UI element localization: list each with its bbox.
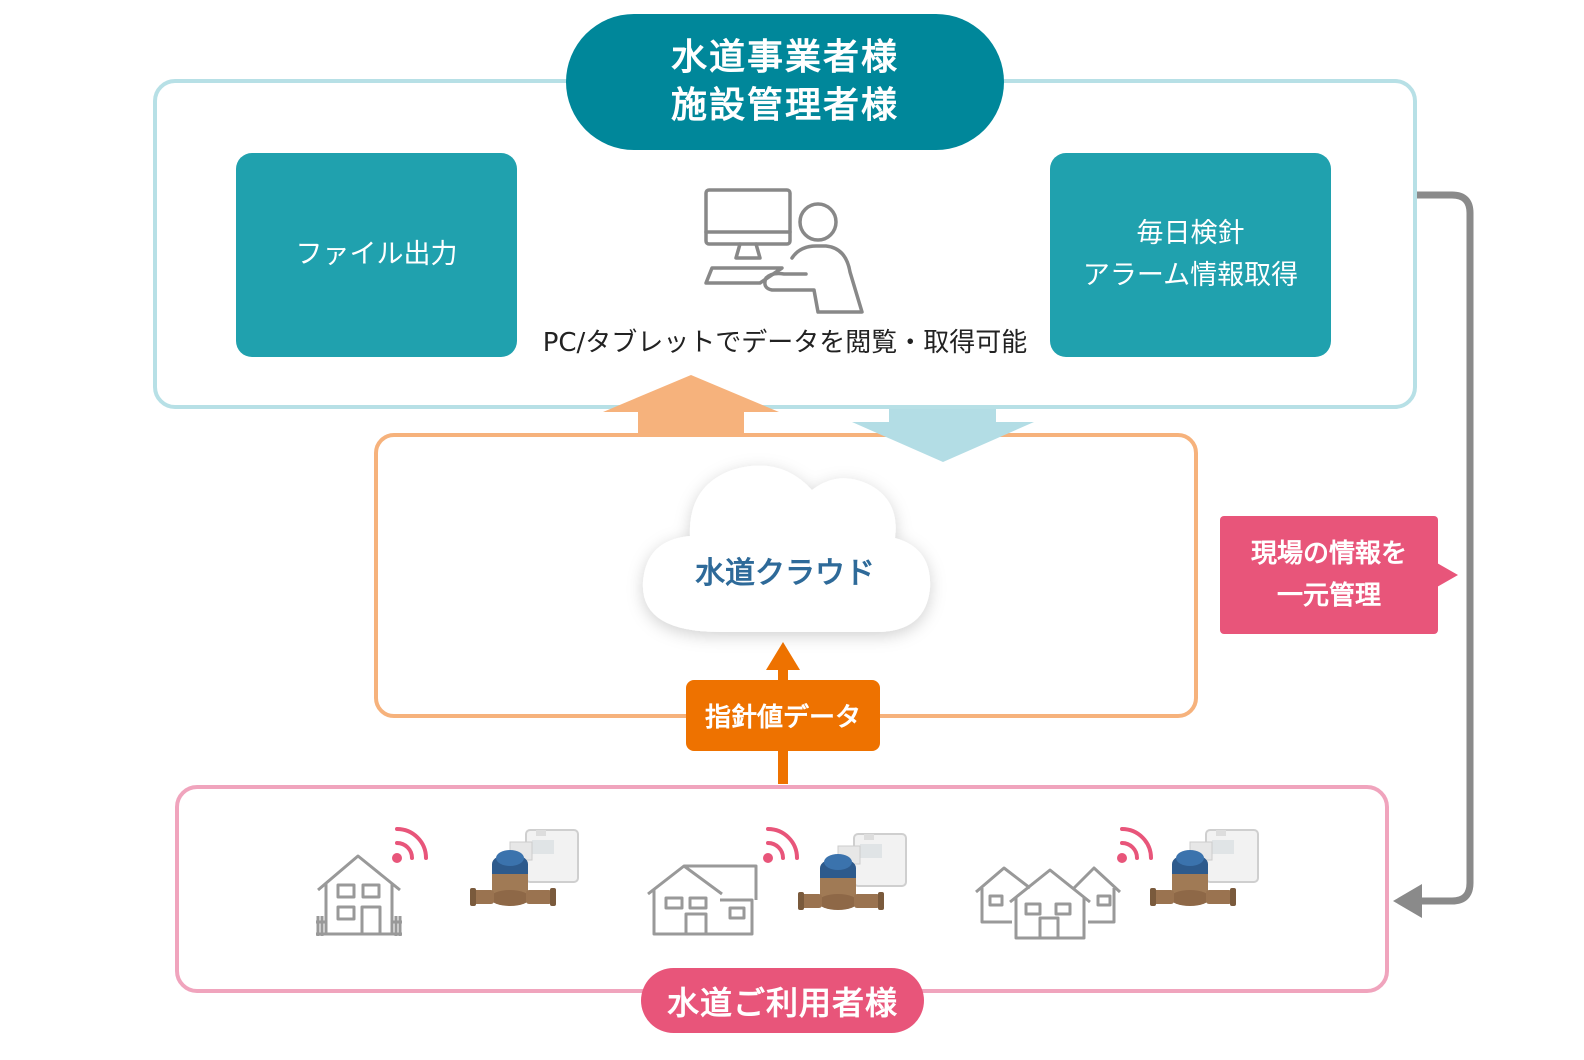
- cloud-label: 水道クラウド: [695, 556, 875, 591]
- water-meter-icon: [1149, 829, 1259, 907]
- water-meter-icon: [469, 829, 579, 907]
- loop-arrow: [1393, 191, 1474, 918]
- reading-data-tag: 指針値データ: [686, 680, 880, 751]
- operators-header: 水道事業者様 施設管理者様: [566, 14, 1004, 150]
- pc-caption: PC/タブレットでデータを閲覧・取得可能: [542, 328, 1028, 358]
- wifi-signal-icon: [763, 827, 799, 863]
- upload-arrow: [603, 375, 779, 437]
- wide-house-icon: [647, 864, 758, 936]
- central-management-line2: 一元管理: [1276, 581, 1381, 611]
- daily-reading-line1: 毎日検針: [1136, 218, 1245, 249]
- daily-reading-line2: アラーム情報取得: [1082, 260, 1299, 291]
- users-label: 水道ご利用者様: [666, 983, 898, 1022]
- reading-data-label: 指針値データ: [704, 703, 861, 733]
- users-footer: 水道ご利用者様: [641, 968, 924, 1033]
- cloud-icon: [642, 465, 931, 632]
- operators-line2: 施設管理者様: [670, 85, 899, 126]
- download-arrow: [852, 409, 1034, 462]
- water-meter-icon: [797, 833, 907, 911]
- house-group-icon: [975, 866, 1122, 940]
- wifi-signal-icon: [392, 827, 428, 863]
- callout-pointer: [1437, 563, 1458, 587]
- daily-reading-box: 毎日検針 アラーム情報取得: [1050, 153, 1331, 357]
- central-management-line1: 現場の情報を: [1250, 539, 1407, 569]
- file-output-label: ファイル出力: [295, 239, 458, 270]
- house-icon: [316, 854, 402, 936]
- person-at-computer-icon: [704, 188, 864, 314]
- file-output-box: ファイル出力: [236, 153, 517, 357]
- wifi-signal-icon: [1117, 827, 1153, 863]
- operators-line1: 水道事業者様: [670, 37, 899, 78]
- central-management-note: 現場の情報を 一元管理: [1220, 516, 1438, 634]
